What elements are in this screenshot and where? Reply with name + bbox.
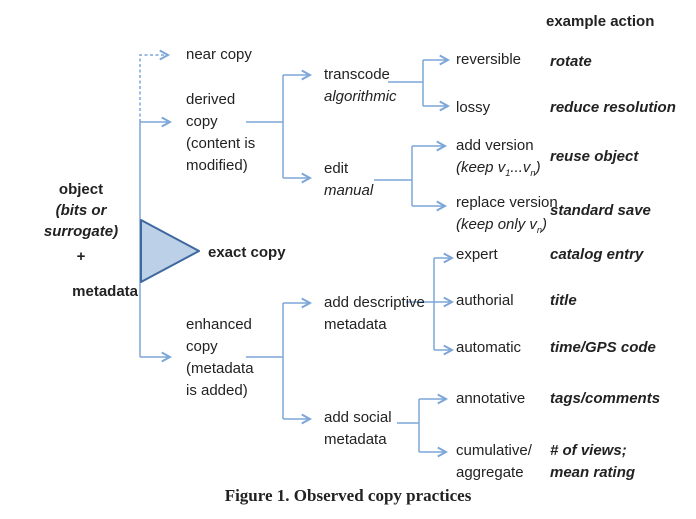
node-edit: edit manual [324,160,374,199]
node-replace-version: replace version (keep only vn) [456,194,558,235]
node-transcode: transcode algorithmic [324,66,397,105]
node-derived-copy: derived copy (content is modified) [186,91,256,174]
example-catalog-entry: catalog entry [550,246,644,263]
node-reversible: reversible [456,51,522,68]
node-add-version: add version (keep v1...vn) [456,137,541,178]
node-enhanced-copy: enhanced copy (metadata is added) [186,316,254,399]
social-bracket [397,399,420,452]
edit-bracket [374,146,413,206]
node-near-copy: near copy [186,46,252,63]
example-standard-save: standard save [550,202,651,219]
object-label: object (bits or surrogate) [24,179,138,242]
example-time-gps-code: time/GPS code [550,339,656,356]
node-exact-copy: exact copy [208,244,286,261]
example-reuse-object: reuse object [550,148,639,165]
node-add-descriptive-metadata: add descriptive metadata [324,294,425,333]
example-views-rating: # of views; mean rating [550,442,636,481]
merge-triangle-icon [140,219,200,283]
node-cumulative-aggregate: cumulative/ aggregate [456,442,532,481]
example-title: title [550,292,577,309]
near-copy-branch-line [139,49,171,122]
node-add-social-metadata: add social metadata [324,409,392,448]
example-reduce-resolution: reduce resolution [550,99,676,116]
node-annotative: annotative [456,390,526,407]
example-tags-comments: tags/comments [550,390,661,407]
node-lossy: lossy [456,99,491,116]
metadata-label: metadata [72,283,138,300]
plus-sign: + [76,248,86,265]
node-expert: expert [456,246,498,263]
figure-caption: Figure 1. Observed copy practices [224,486,472,505]
descriptive-bracket [406,258,435,350]
example-rotate: rotate [550,53,592,70]
node-automatic: automatic [456,339,522,356]
node-authorial: authorial [456,292,514,309]
enhanced-bracket [246,303,284,419]
example-action-header: example action [546,13,655,30]
transcode-bracket [388,60,424,106]
object-label-line2: (bits or surrogate) [43,202,119,240]
object-label-line1: object [58,181,104,198]
derived-bracket [246,75,284,178]
